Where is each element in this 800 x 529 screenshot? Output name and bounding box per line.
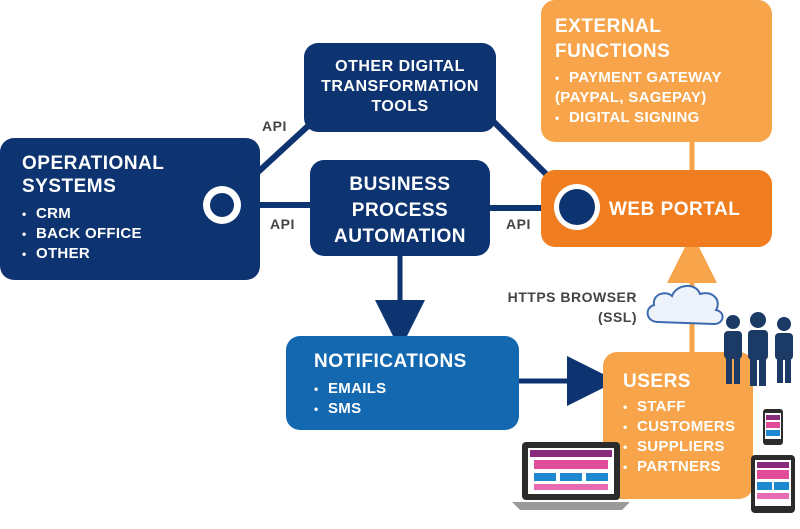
https-label-line1: HTTPS BROWSER	[507, 289, 637, 305]
web-portal-box: WEB PORTAL	[541, 170, 772, 247]
notifications-list: EMAILS SMS	[314, 379, 519, 419]
left-api-hub	[197, 180, 247, 230]
users-list: STAFF CUSTOMERS SUPPLIERS PARTNERS	[623, 397, 753, 477]
https-label-line2: (SSL)	[597, 309, 637, 325]
list-item: CRM	[22, 204, 260, 224]
list-item: PAYMENT GATEWAY (PAYPAL, SAGEPAY)	[555, 68, 755, 108]
operational-systems-title: OPERATIONAL SYSTEMS	[22, 153, 165, 197]
tablet-icon	[751, 455, 795, 513]
laptop-icon	[512, 442, 630, 510]
list-item: EMAILS	[314, 379, 519, 399]
external-functions-list: PAYMENT GATEWAY (PAYPAL, SAGEPAY) DIGITA…	[555, 68, 755, 128]
right-api-hub	[554, 184, 600, 230]
notifications-title: NOTIFICATIONS	[314, 351, 467, 372]
phone-icon	[763, 409, 783, 445]
bpa-title: BUSINESS PROCESS AUTOMATION	[333, 174, 466, 247]
list-item: BACK OFFICE	[22, 224, 260, 244]
users-group-icon	[724, 312, 793, 386]
api-label-right: API	[506, 216, 531, 232]
https-browser-label: HTTPS BROWSER (SSL)	[497, 287, 637, 327]
external-functions-title: EXTERNAL FUNCTIONS	[555, 16, 671, 62]
operational-systems-list: CRM BACK OFFICE OTHER	[22, 204, 260, 264]
external-functions-box: EXTERNAL FUNCTIONS PAYMENT GATEWAY (PAYP…	[541, 0, 772, 142]
cloud-icon	[646, 285, 724, 326]
other-tools-title: OTHER DIGITAL TRANSFORMATION TOOLS	[321, 58, 479, 115]
list-item: SMS	[314, 399, 519, 419]
other-tools-box: OTHER DIGITAL TRANSFORMATION TOOLS	[304, 43, 496, 132]
web-portal-title: WEB PORTAL	[609, 199, 741, 220]
api-label-top: API	[262, 118, 287, 134]
notifications-box: NOTIFICATIONS EMAILS SMS	[286, 336, 519, 430]
users-title: USERS	[623, 371, 691, 392]
list-item: DIGITAL SIGNING	[555, 108, 755, 128]
list-item: CUSTOMERS	[623, 417, 753, 437]
list-item: PARTNERS	[623, 457, 753, 477]
bpa-box: BUSINESS PROCESS AUTOMATION	[310, 160, 490, 256]
list-item: STAFF	[623, 397, 753, 417]
list-item: SUPPLIERS	[623, 437, 753, 457]
api-label-left: API	[270, 216, 295, 232]
operational-systems-box: OPERATIONAL SYSTEMS CRM BACK OFFICE OTHE…	[0, 138, 260, 280]
list-item: OTHER	[22, 244, 260, 264]
